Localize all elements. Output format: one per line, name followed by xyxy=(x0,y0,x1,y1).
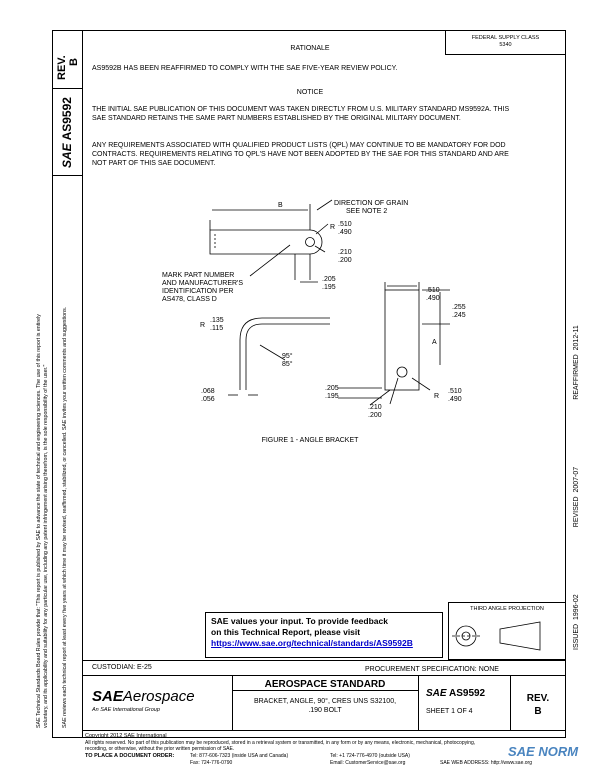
notice-paragraph-1: THE INITIAL SAE PUBLICATION OF THIS DOCU… xyxy=(92,106,510,122)
figure-caption: FIGURE 1 - ANGLE BRACKET xyxy=(261,437,359,444)
procurement-label: PROCUREMENT SPECIFICATION: NONE xyxy=(365,666,499,673)
part-line-1: BRACKET, ANGLE, 90°, CRES UNS S32100, xyxy=(253,698,397,705)
dim-85: 85° xyxy=(282,361,293,368)
footer-tel-1: Tel: 877-606-7323 (inside USA and Canada… xyxy=(190,753,289,759)
title-doc-number: SAE AS9592 xyxy=(426,688,485,699)
title-row-line xyxy=(82,675,566,676)
rationale-text: AS9592B HAS BEEN REAFFIRMED TO COMPLY WI… xyxy=(92,65,398,72)
feedback-line-2: on this Technical Report, please visit xyxy=(211,627,361,637)
dim-d210-a: .210 xyxy=(338,249,352,256)
dim-r490-a: .490 xyxy=(338,229,352,236)
federal-class-box xyxy=(445,30,566,55)
dim-d200-a: .200 xyxy=(338,257,352,264)
dim-205: .205 xyxy=(322,276,336,283)
dim-r-1: R xyxy=(330,224,336,231)
reaffirmed-date: REAFFIRMED 2012-11 xyxy=(573,325,580,400)
dim-95: 95° xyxy=(282,353,293,360)
footer-email: Email: CustomerService@sae.org xyxy=(330,760,406,766)
mark-line-1: MARK PART NUMBER xyxy=(162,272,235,279)
dim-r-2: R xyxy=(200,322,206,329)
dim-245: .245 xyxy=(452,312,466,319)
sidebar-sae-logo: SAE xyxy=(60,143,74,168)
feedback-link[interactable]: https://www.sae.org/technical/standards/… xyxy=(211,638,413,648)
legal-text-3: SAE reviews each technical report at lea… xyxy=(62,306,68,728)
title-top-line xyxy=(82,660,566,661)
footer-tel-2: Tel: +1 724-776-4970 (outside USA) xyxy=(330,753,410,759)
title-sae-logo: SAE xyxy=(426,688,447,699)
dim-r135: .135 xyxy=(210,317,224,324)
custodian-label: CUSTODIAN: E-25 xyxy=(92,664,152,671)
feedback-line-1: SAE values your input. To provide feedba… xyxy=(211,616,388,626)
sidebar-doc-id: AS9592 xyxy=(60,97,74,141)
title-col-1 xyxy=(232,675,233,730)
projection-box xyxy=(448,602,566,660)
logo-aerospace: Aerospace xyxy=(122,688,195,705)
footer-rights-2: recording, or otherwise, without the pri… xyxy=(85,746,235,752)
title-rev-label: REV. xyxy=(526,693,550,704)
federal-class-label: FEDERAL SUPPLY CLASS xyxy=(471,35,540,41)
dim-r115: .115 xyxy=(210,325,224,332)
grain-line-2: SEE NOTE 2 xyxy=(346,208,388,215)
dim-r490-b: .490 xyxy=(448,396,462,403)
standard-title: AEROSPACE STANDARD xyxy=(264,679,386,690)
footer-web: SAE WEB ADDRESS: http://www.sae.org xyxy=(440,760,532,766)
part-line-2: .190 BOLT xyxy=(308,707,342,714)
footer-fax: Fax: 724-776-0790 xyxy=(190,760,233,766)
mark-line-3: IDENTIFICATION PER xyxy=(162,288,234,295)
title-inner-line xyxy=(232,690,418,691)
issued-date: ISSUED 1996-02 xyxy=(573,594,580,650)
feedback-box xyxy=(205,612,443,658)
notice-paragraph-2: ANY REQUIREMENTS ASSOCIATED WITH QUALIFI… xyxy=(92,142,509,167)
dim-label-a: A xyxy=(432,339,437,346)
dim-label-b: B xyxy=(278,202,283,209)
dim-490-b: .490 xyxy=(426,295,440,302)
dim-056: .056 xyxy=(201,396,215,403)
legal-text-1: SAE Technical Standards Board Rules prov… xyxy=(36,314,42,728)
angle-bracket-drawing xyxy=(209,199,450,406)
revised-date: REVISED 2007-07 xyxy=(573,466,580,528)
title-rev-value: B xyxy=(534,706,542,717)
footer-rights: All rights reserved. No part of this pub… xyxy=(85,740,476,746)
sheet-label: SHEET 1 OF 4 xyxy=(426,708,473,715)
dim-r510-a: .510 xyxy=(338,221,352,228)
title-col-3 xyxy=(510,675,511,730)
sidebar-frame xyxy=(52,30,83,738)
logo-subtitle: An SAE International Group xyxy=(92,707,160,713)
rationale-heading: RATIONALE xyxy=(290,45,330,52)
footer-order-label: TO PLACE A DOCUMENT ORDER: xyxy=(85,753,175,759)
sae-norm-watermark: SAE NORM xyxy=(508,744,579,759)
sidebar-sep-2 xyxy=(52,175,83,176)
sae-aerospace-logo: SAEAerospace xyxy=(92,688,195,706)
mark-line-4: AS478, CLASS D xyxy=(162,296,217,303)
sidebar-rev-value: B xyxy=(68,58,80,66)
dim-205-b: .205 xyxy=(325,385,339,392)
dim-d200-b: .200 xyxy=(368,412,382,419)
projection-symbol-icon xyxy=(452,621,541,651)
title-col-2 xyxy=(418,675,419,730)
logo-sae: SAE xyxy=(92,688,123,705)
mark-line-2: AND MANUFACTURER'S xyxy=(162,280,244,287)
projection-label: THIRD ANGLE PROJECTION xyxy=(470,606,544,612)
sidebar-dates: ISSUED 1996-02 REVISED 2007-07 REAFFIRME… xyxy=(573,325,580,650)
dim-255: .255 xyxy=(452,304,466,311)
dim-r510-b: .510 xyxy=(448,388,462,395)
title-doc-id: AS9592 xyxy=(448,688,486,699)
dim-d210-b: .210 xyxy=(368,404,382,411)
dim-195-b: .195 xyxy=(325,393,339,400)
sidebar-sep-1 xyxy=(52,88,83,89)
dim-195: .195 xyxy=(322,284,336,291)
legal-text-2: voluntary, and its applicability and sui… xyxy=(43,364,49,728)
grain-line-1: DIRECTION OF GRAIN xyxy=(334,200,409,207)
notice-heading: NOTICE xyxy=(296,89,324,96)
dim-r-3: R xyxy=(434,393,440,400)
footer-copyright: Copyright 2012 SAE International xyxy=(85,733,167,739)
dim-068: .068 xyxy=(201,388,215,395)
title-bottom-line xyxy=(82,730,566,731)
sidebar-doc-number: SAE AS9592 xyxy=(60,97,74,168)
federal-class-value: 5340 xyxy=(499,42,512,48)
sidebar-rev-label: REV. xyxy=(56,55,68,80)
dim-510-b: .510 xyxy=(426,287,440,294)
